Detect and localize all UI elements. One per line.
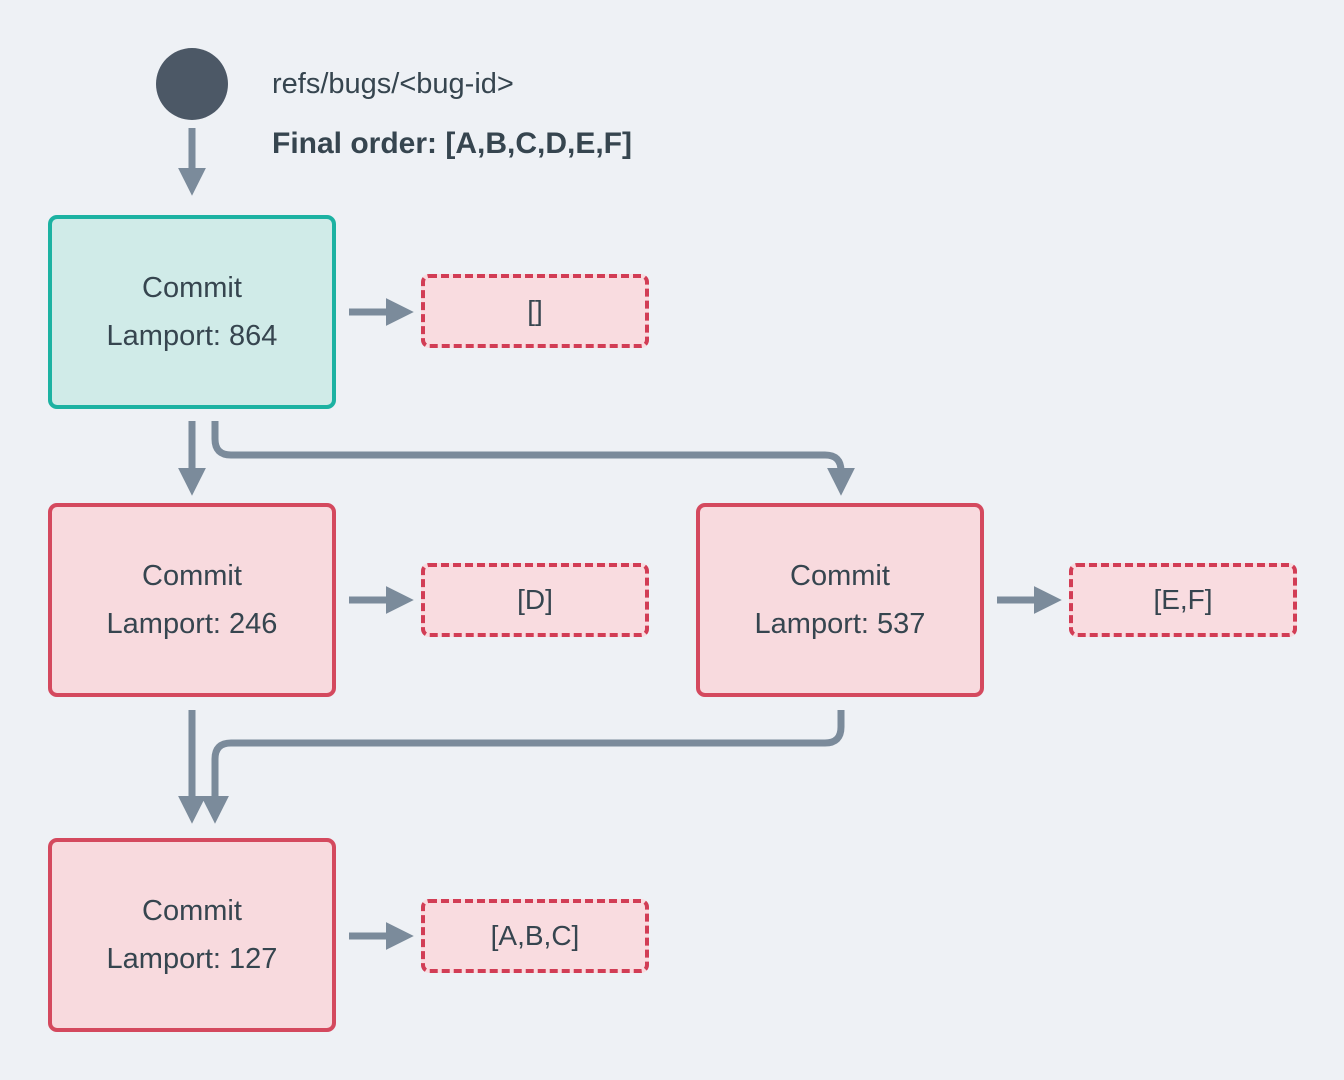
ops-list-246: [D] xyxy=(421,563,649,637)
commit-title: Commit xyxy=(790,560,890,592)
ops-list-127: [A,B,C] xyxy=(421,899,649,973)
commit-title: Commit xyxy=(142,895,242,927)
edge-537-to-127 xyxy=(201,710,845,824)
commit-node-246: Commit Lamport: 246 xyxy=(48,503,336,697)
final-order-label: Final order: [A,B,C,D,E,F] xyxy=(272,127,632,160)
ops-list-label: [D] xyxy=(517,584,553,615)
branch-ref-circle xyxy=(156,48,228,120)
commit-title: Commit xyxy=(142,560,242,592)
ops-list-label: [E,F] xyxy=(1153,584,1213,615)
ops-list-864: [] xyxy=(421,274,649,348)
commit-lamport: Lamport: 537 xyxy=(754,608,926,640)
branch-ref-label: refs/bugs/<bug-id> xyxy=(272,68,514,100)
ops-list-label: [] xyxy=(527,295,543,326)
commit-lamport: Lamport: 127 xyxy=(106,943,278,975)
edge-864-to-537 xyxy=(211,421,855,496)
commit-node-127: Commit Lamport: 127 xyxy=(48,838,336,1032)
commit-lamport: Lamport: 864 xyxy=(106,320,278,352)
commit-node-864: Commit Lamport: 864 xyxy=(48,215,336,409)
commit-lamport: Lamport: 246 xyxy=(106,608,278,640)
commit-node-537: Commit Lamport: 537 xyxy=(696,503,984,697)
ops-list-label: [A,B,C] xyxy=(490,920,580,951)
ops-list-537: [E,F] xyxy=(1069,563,1297,637)
commit-title: Commit xyxy=(142,272,242,304)
